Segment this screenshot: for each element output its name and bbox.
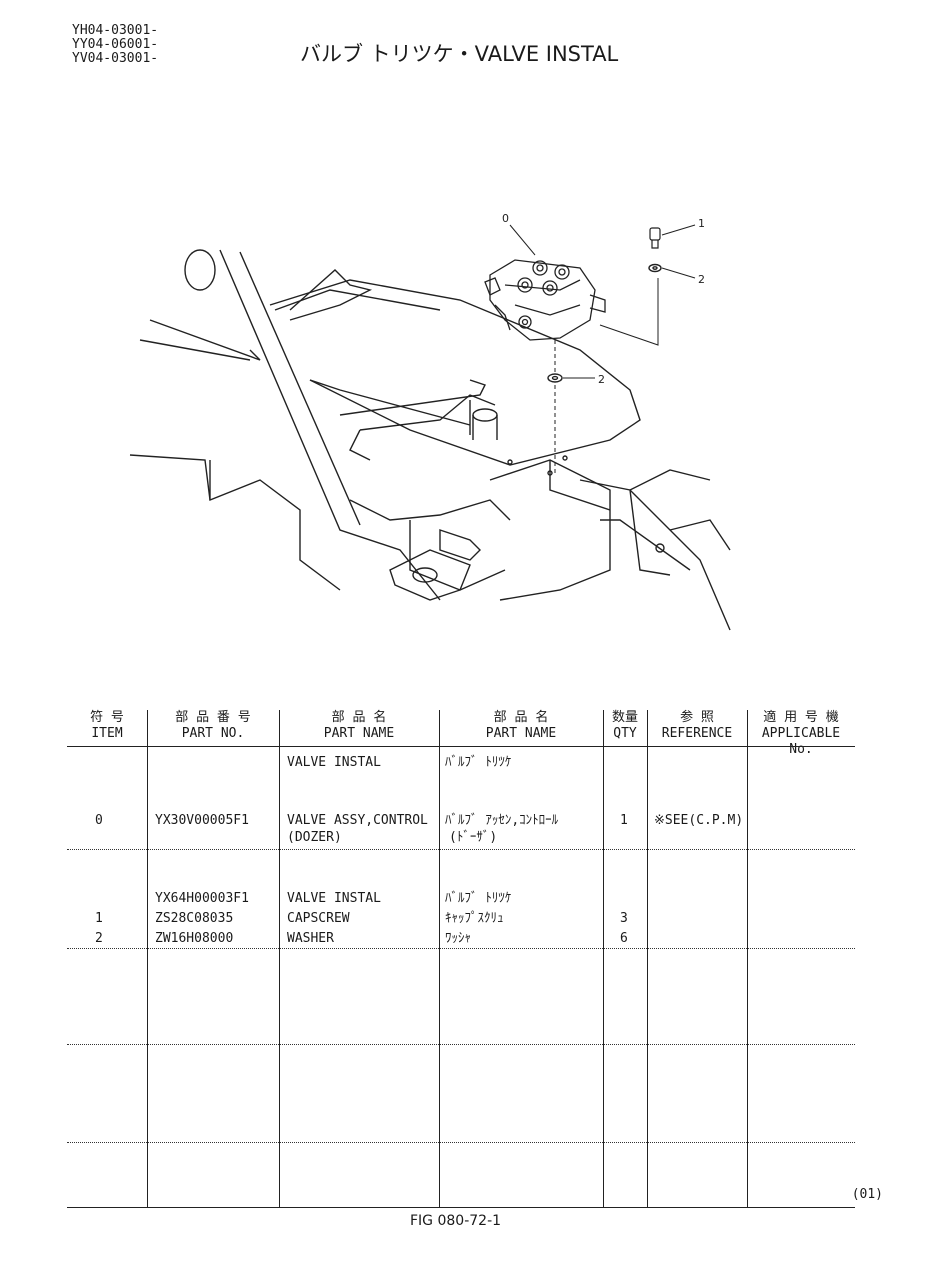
part-name-en-sub: (DOZER) (287, 830, 342, 845)
column-divider (603, 710, 604, 1208)
header-rule (67, 746, 855, 747)
row-separator (67, 849, 855, 850)
part-number: YX64H00003F1 (155, 891, 249, 906)
page-title: バルブ トリツケ・VALVE INSTAL (300, 42, 619, 66)
item-number: 0 (95, 813, 103, 828)
part-name-en: VALVE INSTAL (287, 755, 381, 770)
part-name-jp-sub: (ﾄﾞｰｻﾞ) (449, 830, 498, 845)
callout-2-lower: 2 (598, 373, 605, 386)
part-name-jp: ﾊﾞﾙﾌﾞ ｱｯｾﾝ,ｺﾝﾄﾛｰﾙ (445, 813, 559, 828)
part-name-jp: ﾊﾞﾙﾌﾞ ﾄﾘﾂｹ (445, 891, 512, 906)
column-divider (647, 710, 648, 1208)
reference: ※SEE(C.P.M) (654, 813, 744, 828)
parts-diagram: 0 1 2 2 (129, 212, 731, 631)
quantity: 6 (620, 931, 628, 946)
model-code: YV04-03001- (72, 51, 159, 66)
table-bottom-rule (67, 1207, 855, 1208)
quantity: 3 (620, 911, 628, 926)
part-name-en: CAPSCREW (287, 911, 350, 926)
model-code: YH04-03001- (72, 23, 159, 38)
part-name-jp: ﾊﾞﾙﾌﾞ ﾄﾘﾂｹ (445, 755, 512, 770)
part-number: YX30V00005F1 (155, 813, 249, 828)
figure-number: FIG 080-72-1 (410, 1213, 502, 1229)
part-number: ZS28C08035 (155, 911, 234, 926)
callout-0: 0 (502, 212, 509, 225)
quantity: 1 (620, 813, 628, 828)
item-number: 2 (95, 931, 103, 946)
part-name-en: WASHER (287, 931, 334, 946)
model-code: YY04-06001- (72, 37, 159, 52)
item-number: 1 (95, 911, 103, 926)
page-code: (01) (851, 1187, 883, 1202)
callout-2: 2 (698, 273, 705, 286)
row-separator (67, 948, 855, 949)
row-separator (67, 1142, 855, 1143)
column-divider (747, 710, 748, 1208)
model-list: YH04-03001- YY04-06001- YV04-03001- (72, 24, 158, 66)
part-name-jp: ｷｬｯﾌﾟｽｸﾘｭ (445, 911, 504, 926)
column-divider (439, 710, 440, 1208)
part-name-jp: ﾜｯｼｬ (445, 931, 471, 946)
callout-1: 1 (698, 217, 705, 230)
part-name-en: VALVE ASSY,CONTROL (287, 813, 428, 828)
row-separator (67, 1044, 855, 1045)
column-divider (147, 710, 148, 1208)
part-number: ZW16H08000 (155, 931, 234, 946)
column-divider (279, 710, 280, 1208)
part-name-en: VALVE INSTAL (287, 891, 381, 906)
